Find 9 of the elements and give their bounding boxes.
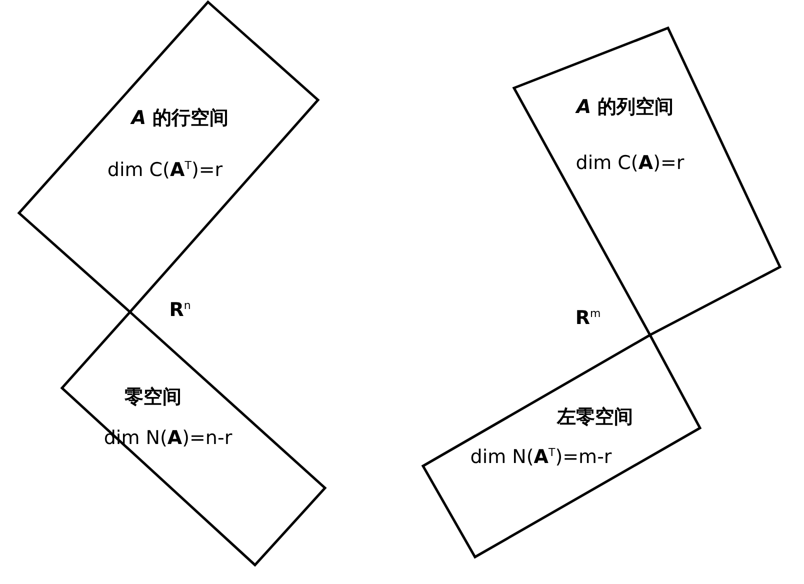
space-heading: 左零空间 [557,405,633,430]
space-heading: A 的列空间 [576,95,674,120]
space-heading: A 的行空间 [131,106,229,131]
dimension-formula: dim N(A$^{T}$)=m-r [470,446,612,468]
dimension-formula: dim C(A)=r [576,152,684,174]
space-symbol: R$^{n}$ [169,298,191,322]
dimension-formula: dim C(A$^{T}$)=r [107,158,223,182]
space-heading: 零空间 [124,385,182,410]
space-symbol: R$^{m}$ [575,306,601,330]
